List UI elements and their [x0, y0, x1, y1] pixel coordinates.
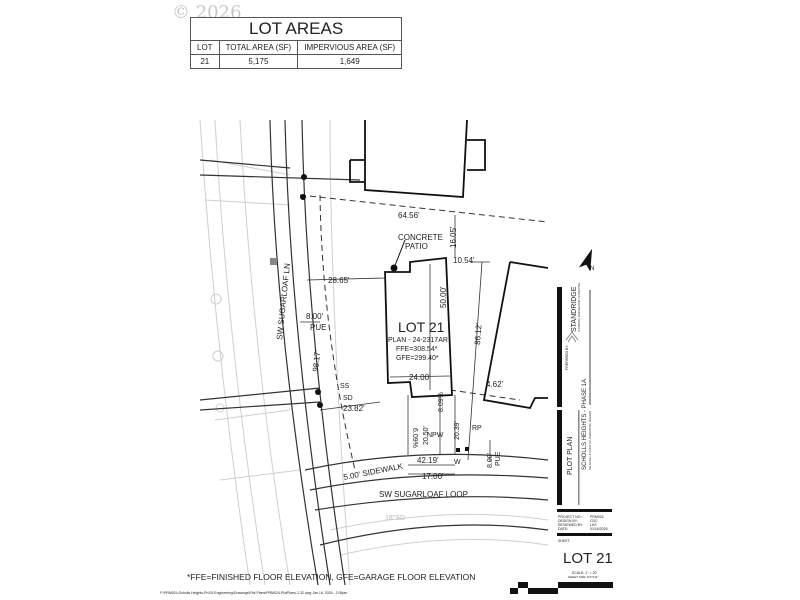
lot-areas-table: LOT AREAS LOT TOTAL AREA (SF) IMPERVIOUS…: [189, 17, 403, 69]
dim-frontage: 42.19': [417, 456, 439, 465]
cell-lot: 21: [190, 54, 220, 69]
project-info: PROJECT NO.: PRM024 DESIGN BY: CDC REVIEWE…: [558, 515, 608, 531]
column-header: IMPERVIOUS AREA (SF): [297, 40, 403, 55]
storm-drain-label: 18"SD: [385, 515, 405, 522]
dim-pue-right: 8.00': [487, 453, 494, 468]
dim-top: 64.56': [398, 211, 420, 220]
firm-name: STANDRIDGE: [571, 286, 578, 332]
svg-text:N: N: [590, 266, 594, 272]
npw-label: NPW: [427, 432, 444, 439]
svg-text:REVIEWED BY:: REVIEWED BY:: [558, 523, 583, 527]
project-address: SW SCHOLLS FERRY RD, BEAVERTON, OREGON: [589, 411, 592, 470]
elevation-note: *FFE=FINISHED FLOOR ELEVATION, GFE=GARAG…: [187, 572, 475, 582]
column-header: LOT: [190, 40, 220, 55]
svg-text:01/16/2026: 01/16/2026: [590, 527, 608, 531]
svg-text:LKS: LKS: [590, 523, 597, 527]
svg-text:DATE:: DATE:: [558, 527, 568, 531]
table-row: 21 5,175 1,649: [190, 54, 403, 69]
ffe-label: FFE=308.54*: [396, 346, 438, 353]
table-title: LOT AREAS: [189, 17, 403, 41]
project-name: SCHOLLS HEIGHTS - PHASE 1A: [582, 379, 588, 470]
ss-label: SS: [340, 383, 350, 390]
dim-pue-left: 8.00': [306, 312, 324, 321]
street-label-sugarloaf-ln: SW SUGARLOAF LN: [275, 263, 292, 341]
prepared-by-label: PREPARED BY:: [565, 345, 569, 370]
dim-lot-depth: 86.12': [473, 323, 484, 346]
gfe-label: GFE=299.40*: [396, 355, 439, 362]
sheet-title: PLOT PLAN: [567, 437, 574, 475]
slope-label: 6.09%: [411, 428, 418, 448]
cell-total-area: 5,175: [218, 54, 299, 69]
svg-text:PROJECT NO.:: PROJECT NO.:: [558, 515, 582, 519]
dim-side-right: 10.54': [453, 256, 475, 265]
plan-number: PLAN - 24-2317AR: [388, 337, 448, 344]
dimension-lines: [300, 215, 491, 475]
dim-width: 24.00': [409, 373, 431, 382]
svg-text:DESIGN BY:: DESIGN BY:: [558, 519, 578, 523]
dim-side-left: 28.65': [328, 276, 350, 285]
pue-label: PUE: [495, 451, 502, 466]
dim-drive-width: 17.00': [422, 472, 444, 481]
lot-21-house-footprint: [384, 256, 453, 398]
sheet-lot-number: LOT 21: [563, 550, 613, 567]
background-linework: [199, 119, 549, 586]
firm-subtitle: PLANNING | ENGINEERING | SURVEYING: [578, 283, 581, 332]
slope-label: 8.09%: [438, 392, 445, 412]
neighbor-houses: [349, 119, 549, 410]
utility-markers: [270, 174, 469, 452]
property-lines: [299, 194, 549, 471]
patio-marker-icon: [390, 264, 398, 272]
north-arrow-icon: N: [578, 248, 594, 272]
dim-lot-side: 98.17': [311, 349, 322, 372]
concrete-patio-label: CONCRETE: [398, 233, 443, 242]
concrete-patio-label: PATIO: [405, 242, 428, 251]
road-lines: [199, 119, 549, 586]
cell-impervious-area: 1,649: [297, 54, 403, 69]
svg-text:CDC: CDC: [590, 519, 598, 523]
scale-label: SCALE: 1" = 20': [572, 571, 597, 575]
firm-logo-icon: [565, 331, 579, 343]
column-header: TOTAL AREA (SF): [218, 40, 299, 55]
rp-label: RP: [472, 425, 482, 432]
dim-rear-setback: 16.05': [449, 226, 458, 248]
dim-driveway: 20.39': [454, 421, 461, 440]
pue-label: PUE: [310, 323, 326, 332]
sheet-size-label: SHEET SIZE: 8.5"X11": [568, 575, 599, 579]
w-label: W: [454, 459, 461, 466]
sidewalk-label: 5.00' SIDEWALK: [343, 461, 405, 481]
scale-bar: [510, 582, 613, 594]
dim-garage-offset: 4.62': [486, 380, 504, 389]
dim-front-left: 23.82': [343, 404, 365, 413]
dim-driveway: 20.50': [423, 426, 430, 445]
street-label-sugarloaf-loop: SW SUGARLOAF LOOP: [379, 490, 468, 499]
title-block: PREPARED BY: STANDRIDGE PLANNING | ENGIN…: [557, 283, 613, 579]
sd-label: SD: [343, 395, 353, 402]
dim-depth: 50.00': [439, 286, 448, 308]
file-path: F:\PRM024-Scholls Heights-Ph1\5 Engineer…: [160, 591, 347, 595]
sheet-label: SHEET:: [558, 539, 571, 543]
lot-label: LOT 21: [398, 319, 445, 335]
svg-text:PRM024: PRM024: [590, 515, 604, 519]
